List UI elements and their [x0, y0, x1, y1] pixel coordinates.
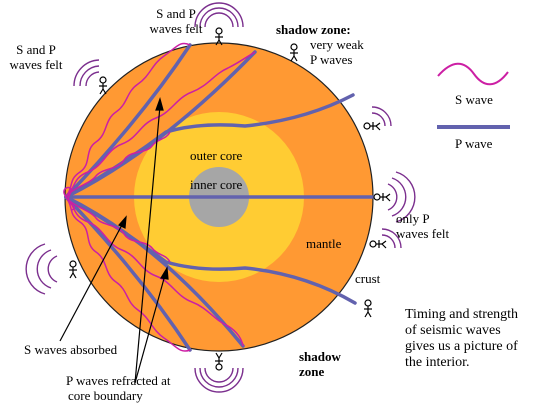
pointer-lines — [59, 97, 169, 384]
label-only-p-line1: only P — [396, 211, 430, 226]
p-wave-ray-bot-1 — [64, 195, 192, 352]
label-inner-core: inner core — [190, 177, 243, 192]
legend-s-wave-swatch — [437, 62, 509, 86]
station-left — [73, 59, 107, 95]
ripple-arc — [79, 65, 100, 87]
s-wave-ray-bot-b — [65, 196, 244, 347]
ripple-arc — [371, 112, 386, 127]
ripple-arc — [194, 367, 244, 393]
label-shadow-zone-line1: very weak — [310, 37, 364, 52]
p-waves — [64, 43, 374, 352]
ripple-arc — [204, 12, 234, 28]
caption-line4: the interior. — [405, 355, 470, 370]
ripple-arc — [25, 243, 46, 295]
ripple-arc — [204, 367, 234, 383]
ripple-arc — [371, 106, 392, 127]
s-wave-ray-top-c — [65, 131, 171, 198]
p-wave-ray-bot-2 — [64, 195, 245, 348]
ripple-arc — [47, 255, 58, 283]
station-figure-icon — [290, 43, 298, 62]
s-wave-ray-top-b — [65, 51, 256, 198]
s-wave-ray-top-a — [65, 42, 191, 198]
ripple-arc — [381, 228, 402, 249]
legend-p-wave-label: P wave — [455, 136, 493, 151]
label-p-refracted-line2: core boundary — [68, 388, 143, 403]
label-p-waves-refracted: P waves refracted at core boundary — [66, 373, 171, 403]
label-shadow-bottom-line1: shadow — [299, 349, 341, 364]
label-shadow-zone-bottom: shadow zone — [299, 349, 341, 379]
s-wave-ray-bot-a — [65, 196, 191, 352]
p-wave-ray-top-1 — [64, 43, 192, 199]
ripple-arc — [381, 234, 396, 249]
label-sp-left-line2: waves felt — [9, 57, 63, 72]
station-right-upper — [363, 106, 392, 131]
label-shadow-zone-top: shadow zone: very weak P waves — [276, 22, 364, 67]
caption-line2: of seismic waves — [405, 323, 501, 338]
station-right-middle — [373, 171, 416, 223]
p-wave-ray-top-3 — [64, 93, 355, 199]
legend — [437, 62, 510, 129]
label-sp-top-line2: waves felt — [149, 21, 203, 36]
label-sp-left: S and P waves felt — [2, 42, 70, 72]
pointer-p-refracted-up-head — [155, 97, 164, 111]
station-figure-icon — [364, 299, 372, 318]
label-p-refracted-line1: P waves refracted at — [66, 373, 171, 388]
station-lower-left — [25, 243, 77, 295]
caption: Timing and strength of seismic waves giv… — [405, 307, 518, 371]
station-right-bottom — [364, 299, 372, 318]
caption-line3: gives us a picture of — [405, 339, 518, 354]
station-figure-icon — [369, 240, 387, 249]
label-only-p: only P waves felt — [396, 211, 449, 241]
label-outer-core: outer core — [190, 148, 243, 163]
s-waves — [63, 42, 256, 352]
label-shadow-bottom-line2: zone — [299, 364, 325, 379]
ripple-arc — [73, 59, 100, 87]
station-figure-icon — [363, 122, 381, 131]
label-shadow-zone-line2: P waves — [310, 52, 353, 67]
pointer-s-absorbed — [59, 222, 124, 342]
label-sp-top-line1: S and P — [156, 6, 196, 21]
s-wave-source-loop — [63, 186, 75, 211]
label-only-p-line2: waves felt — [396, 226, 450, 241]
legend-s-wave-label: S wave — [455, 92, 493, 107]
label-sp-left-line1: S and P — [16, 42, 56, 57]
label-sp-top: S and P waves felt — [131, 6, 221, 36]
station-top-right — [290, 43, 298, 62]
label-s-waves-absorbed: S waves absorbed — [24, 342, 118, 357]
ripple-arc — [199, 7, 239, 28]
station-figure-icon — [99, 76, 107, 95]
ripple-arc — [391, 177, 407, 217]
caption-line1: Timing and strength — [405, 307, 519, 322]
ripple-arc — [199, 367, 239, 388]
pointer-s-absorbed-head — [118, 215, 127, 229]
label-crust: crust — [355, 271, 381, 286]
label-mantle: mantle — [306, 236, 342, 251]
station-figure-icon — [69, 260, 77, 279]
ripple-arc — [36, 249, 52, 289]
ripple-arc — [395, 171, 416, 223]
pointer-p-refracted-down-head — [160, 266, 169, 280]
s-wave-ray-bot-c — [65, 196, 171, 263]
ripple-arc — [194, 2, 244, 28]
station-figure-icon — [215, 27, 223, 46]
pointer-p-refracted-up — [134, 105, 161, 384]
station-figure-icon — [373, 193, 391, 202]
pointer-p-refracted-down — [134, 274, 166, 384]
station-right-lower — [369, 228, 402, 249]
station-top-center — [194, 2, 244, 46]
ripple-arc — [85, 71, 100, 87]
station-bottom-center — [194, 352, 244, 393]
station-figure-icon — [215, 352, 223, 371]
label-shadow-zone-title: shadow zone: — [276, 22, 351, 37]
ripple-arc — [387, 183, 398, 211]
